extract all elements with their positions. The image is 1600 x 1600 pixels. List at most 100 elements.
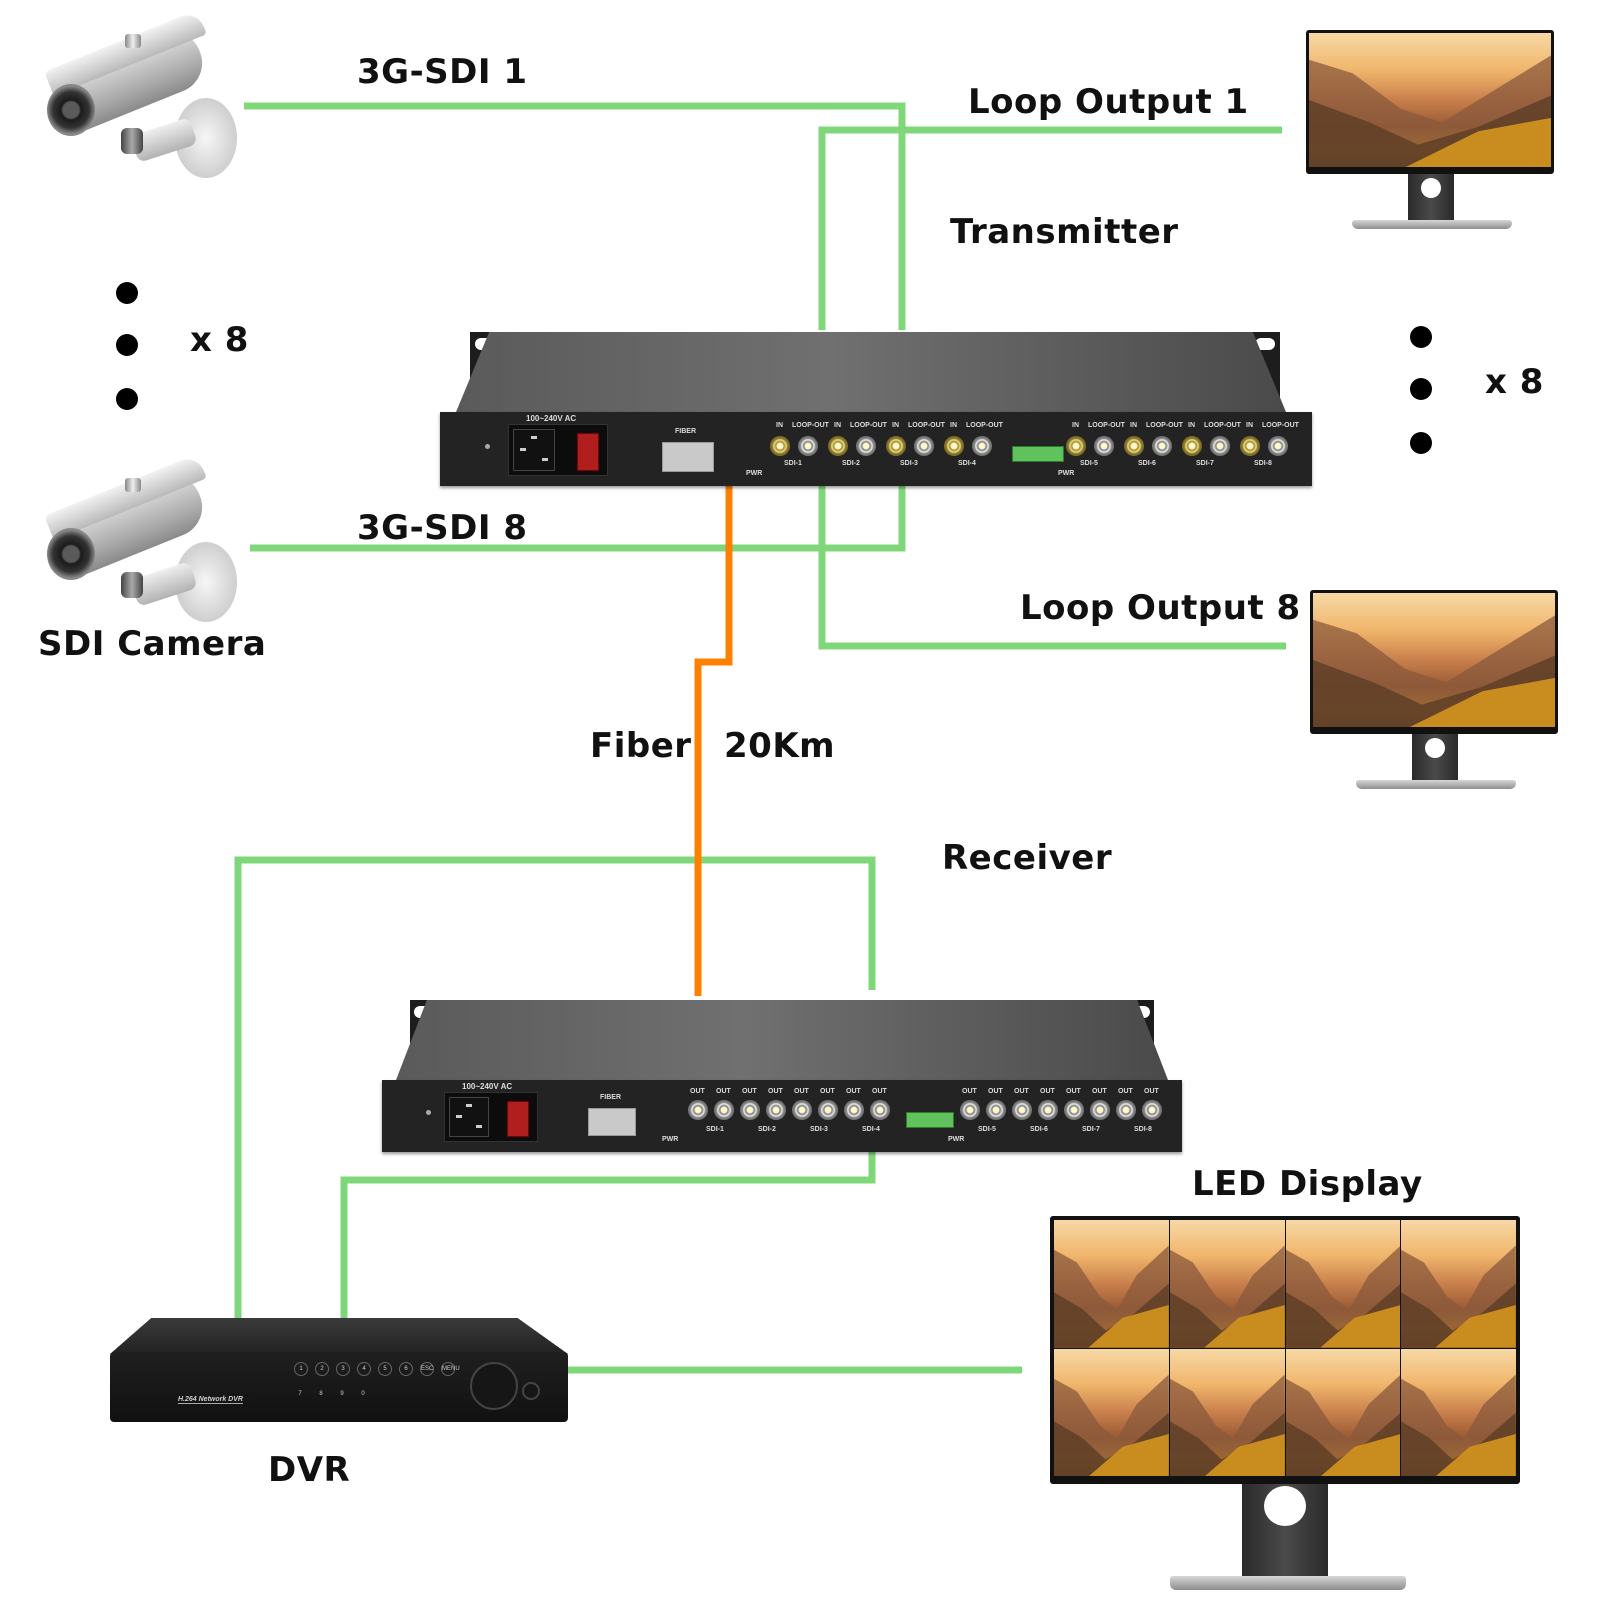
- bnc-loop-out-port[interactable]: [798, 436, 818, 456]
- port-label-out: OUT: [1066, 1088, 1081, 1095]
- monitor-bezel: [1306, 30, 1554, 174]
- dvr-button[interactable]: 2: [315, 1362, 329, 1376]
- pwr-led-label: PWR: [662, 1136, 679, 1143]
- bnc-out-port[interactable]: [740, 1100, 760, 1120]
- landscape-image: [1309, 55, 1551, 167]
- multiview-tile: [1054, 1348, 1169, 1476]
- bnc-out-port[interactable]: [1116, 1100, 1136, 1120]
- bnc-out-port[interactable]: [1142, 1100, 1162, 1120]
- dvr-button[interactable]: 5: [378, 1362, 392, 1376]
- port-label-in: IN: [1246, 422, 1253, 429]
- dvr-brand-label: H.264 Network DVR: [178, 1396, 243, 1404]
- multiview-tile: [1401, 1348, 1516, 1476]
- bnc-out-port[interactable]: [1090, 1100, 1110, 1120]
- bnc-out-port[interactable]: [818, 1100, 838, 1120]
- port-label-in: IN: [1130, 422, 1137, 429]
- receiver-to-dvr-cable-1: [234, 856, 876, 1322]
- bnc-in-port[interactable]: [1240, 436, 1260, 456]
- power-inlet: [449, 1097, 489, 1137]
- bnc-loop-out-port[interactable]: [972, 436, 992, 456]
- channel-label: SDI-2: [758, 1126, 776, 1133]
- camera-lens-icon: [47, 84, 95, 136]
- bnc-in-port[interactable]: [1182, 436, 1202, 456]
- receiver-label: Receiver: [942, 838, 1113, 878]
- camera-joint: [121, 572, 143, 598]
- dvr-button[interactable]: 7: [298, 1391, 302, 1397]
- power-switch[interactable]: [577, 433, 599, 471]
- dvr-button[interactable]: 0: [361, 1391, 365, 1397]
- bnc-loop-out-port[interactable]: [856, 436, 876, 456]
- channel-label: SDI-5: [978, 1126, 996, 1133]
- power-label: 100~240V AC: [462, 1082, 513, 1091]
- channel-label: SDI-6: [1138, 460, 1156, 467]
- port-label-loop-out: LOOP-OUT: [1204, 422, 1241, 429]
- camera-screw: [125, 478, 141, 492]
- bnc-loop-out-port[interactable]: [1094, 436, 1114, 456]
- bnc-out-port[interactable]: [1012, 1100, 1032, 1120]
- channel-label: SDI-1: [706, 1126, 724, 1133]
- dvr-button[interactable]: 1: [294, 1362, 308, 1376]
- bnc-loop-out-port[interactable]: [914, 436, 934, 456]
- bnc-out-port[interactable]: [960, 1100, 980, 1120]
- camera-joint: [121, 128, 143, 154]
- bnc-out-port[interactable]: [688, 1100, 708, 1120]
- led-display-label: LED Display: [1192, 1164, 1423, 1204]
- loop-output-8-label: Loop Output 8: [1020, 588, 1301, 628]
- dvr-button[interactable]: ESC: [420, 1362, 434, 1376]
- bnc-out-port[interactable]: [986, 1100, 1006, 1120]
- port-label-out: OUT: [1118, 1088, 1133, 1095]
- port-label-loop-out: LOOP-OUT: [850, 422, 887, 429]
- bnc-out-port[interactable]: [844, 1100, 864, 1120]
- port-label-in: IN: [892, 422, 899, 429]
- bnc-out-port[interactable]: [1038, 1100, 1058, 1120]
- port-label-in: IN: [834, 422, 841, 429]
- fiber-port[interactable]: [588, 1108, 636, 1136]
- bnc-in-port[interactable]: [886, 436, 906, 456]
- dvr-label: DVR: [268, 1450, 351, 1490]
- multiview-tile: [1285, 1220, 1401, 1348]
- dvr-button[interactable]: MENU: [441, 1362, 460, 1376]
- multiview-tile: [1169, 1220, 1285, 1348]
- bnc-out-port[interactable]: [870, 1100, 890, 1120]
- bnc-loop-out-port[interactable]: [1268, 436, 1288, 456]
- terminal-block: [1012, 446, 1064, 462]
- bnc-out-port[interactable]: [1064, 1100, 1084, 1120]
- power-switch[interactable]: [507, 1101, 529, 1137]
- multiview-tile: [1401, 1220, 1516, 1348]
- channel-label: SDI-8: [1134, 1126, 1152, 1133]
- bnc-out-port[interactable]: [714, 1100, 734, 1120]
- port-label-loop-out: LOOP-OUT: [1146, 422, 1183, 429]
- channel-label: SDI-4: [958, 460, 976, 467]
- dvr-button[interactable]: 9: [340, 1391, 344, 1397]
- bnc-in-port[interactable]: [770, 436, 790, 456]
- dvr-button[interactable]: 4: [357, 1362, 371, 1376]
- transmitter-label: Transmitter: [950, 212, 1179, 252]
- dvr-top-cover: [110, 1318, 568, 1354]
- bnc-loop-out-port[interactable]: [1210, 436, 1230, 456]
- bnc-in-port[interactable]: [1124, 436, 1144, 456]
- power-label: 100~240V AC: [526, 414, 577, 423]
- dvr-button[interactable]: 6: [399, 1362, 413, 1376]
- bnc-in-port[interactable]: [828, 436, 848, 456]
- fiber-label: Fiber: [590, 726, 692, 766]
- fiber-port[interactable]: [662, 442, 714, 472]
- bnc-out-port[interactable]: [766, 1100, 786, 1120]
- bnc-in-port[interactable]: [944, 436, 964, 456]
- port-label-in: IN: [950, 422, 957, 429]
- dvr-jog-dial[interactable]: [470, 1362, 518, 1410]
- port-label-out: OUT: [962, 1088, 977, 1095]
- dvr-button[interactable]: 3: [336, 1362, 350, 1376]
- bnc-out-port[interactable]: [792, 1100, 812, 1120]
- chassis-top: [396, 1000, 1168, 1080]
- bnc-in-port[interactable]: [1066, 436, 1086, 456]
- port-label-out: OUT: [1144, 1088, 1159, 1095]
- multiview-grid: [1054, 1220, 1516, 1476]
- bnc-loop-out-port[interactable]: [1152, 436, 1172, 456]
- sdi-camera-1: [25, 10, 245, 188]
- ellipsis-dot: [116, 334, 138, 356]
- fiber-cable: [694, 480, 733, 996]
- dvr-button[interactable]: 8: [319, 1391, 323, 1397]
